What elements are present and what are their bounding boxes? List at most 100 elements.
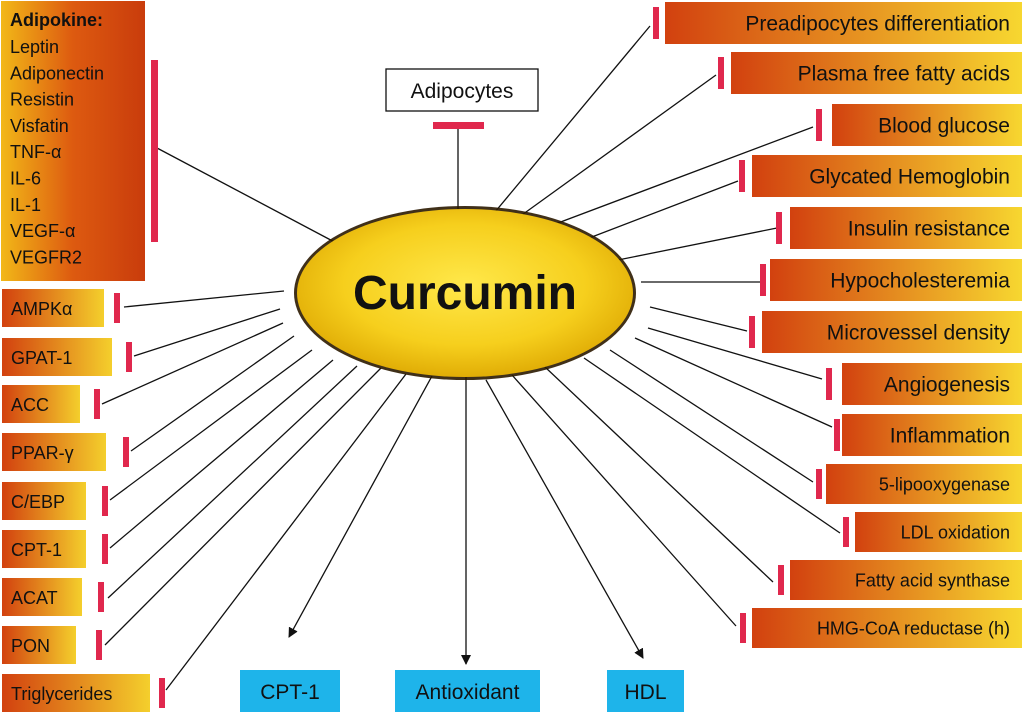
right-node-label: 5-lipooxygenase bbox=[879, 474, 1010, 494]
left-node-ampk: AMPKα bbox=[2, 289, 120, 327]
adipokine-items: LeptinAdiponectinResistinVisfatinTNF-αIL… bbox=[10, 37, 104, 267]
right-node-hypocholesteremia: Hypocholesteremia bbox=[760, 259, 1022, 301]
right-node-label: Microvessel density bbox=[827, 322, 1011, 345]
inhibit-bar bbox=[778, 565, 784, 595]
inhibit-bar bbox=[159, 678, 165, 708]
adipokine-title: Adipokine: bbox=[10, 10, 103, 30]
inhibit-bar bbox=[749, 316, 755, 348]
left-node-acat: ACAT bbox=[2, 578, 104, 616]
right-node-microvessel-density: Microvessel density bbox=[749, 311, 1022, 353]
connector-gpat1 bbox=[133, 308, 281, 357]
right-node-label: Fatty acid synthase bbox=[855, 570, 1010, 590]
adipokine-inhibit-bar bbox=[151, 60, 158, 242]
bottom-node-label: CPT-1 bbox=[260, 681, 320, 704]
right-node-plasma-free-fatty-acids: Plasma free fatty acids bbox=[718, 52, 1022, 94]
left-node-label: AMPKα bbox=[11, 299, 72, 319]
connector-preadipocytes bbox=[489, 25, 651, 219]
right-node-label: Plasma free fatty acids bbox=[798, 63, 1010, 86]
left-node-label: GPAT-1 bbox=[11, 348, 72, 368]
right-node-label: Inflammation bbox=[890, 425, 1010, 448]
adipokine-box: Adipokine: LeptinAdiponectinResistinVisf… bbox=[1, 1, 158, 281]
left-node-acc: ACC bbox=[2, 385, 100, 423]
inhibit-bar bbox=[114, 293, 120, 323]
inhibit-bar bbox=[123, 437, 129, 467]
right-node-inflammation: Inflammation bbox=[834, 414, 1022, 456]
bottom-node-antioxidant: Antioxidant bbox=[395, 670, 540, 712]
arrow-cpt1 bbox=[288, 375, 433, 638]
bottom-node-label: HDL bbox=[624, 681, 666, 704]
adipokine-item: IL-6 bbox=[10, 169, 41, 189]
inhibit-bar bbox=[816, 109, 822, 141]
connector-adipokine bbox=[156, 147, 343, 247]
right-node-angiogenesis: Angiogenesis bbox=[826, 363, 1022, 405]
connector-acat bbox=[107, 365, 358, 599]
inhibit-bar bbox=[760, 264, 766, 296]
left-node-label: Triglycerides bbox=[11, 684, 112, 704]
right-node-insulin-resistance: Insulin resistance bbox=[776, 207, 1022, 249]
left-node-label: CPT-1 bbox=[11, 540, 62, 560]
connector-hmgcoa bbox=[511, 374, 737, 627]
adipokine-item: Adiponectin bbox=[10, 63, 104, 83]
adipokine-item: Visfatin bbox=[10, 116, 69, 136]
right-node-label: Glycated Hemoglobin bbox=[809, 166, 1010, 189]
adipokine-item: IL-1 bbox=[10, 195, 41, 215]
inhibit-bar bbox=[96, 630, 102, 660]
connector-fas bbox=[544, 366, 774, 583]
right-node-label: Blood glucose bbox=[878, 115, 1010, 138]
connector-pon bbox=[104, 367, 382, 646]
connector-glycated bbox=[583, 180, 739, 241]
connector-ampk bbox=[123, 290, 285, 308]
bottom-node-hdl: HDL bbox=[607, 670, 684, 712]
curcumin-node: Curcumin bbox=[294, 206, 636, 380]
inhibit-bar bbox=[826, 368, 832, 400]
left-node-c-ebp: C/EBP bbox=[2, 482, 108, 520]
inhibit-bar bbox=[102, 486, 108, 516]
inhibit-bar bbox=[102, 534, 108, 564]
connector-lines bbox=[101, 25, 841, 691]
inhibit-bar bbox=[834, 419, 840, 451]
right-node-label: Hypocholesteremia bbox=[830, 270, 1010, 293]
left-node-gpat-1: GPAT-1 bbox=[2, 338, 132, 376]
right-node-label: LDL oxidation bbox=[901, 522, 1010, 542]
bottom-node-label: Antioxidant bbox=[416, 681, 520, 704]
inhibit-bar bbox=[98, 582, 104, 612]
connector-insulin bbox=[617, 227, 778, 261]
adipokine-item: TNF-α bbox=[10, 142, 61, 162]
adipokine-item: VEGFR2 bbox=[10, 247, 82, 267]
left-node-label: PPAR-γ bbox=[11, 443, 74, 463]
right-node-blood-glucose: Blood glucose bbox=[816, 104, 1022, 146]
left-node-cpt-1: CPT-1 bbox=[2, 530, 108, 568]
adipokine-item: Resistin bbox=[10, 90, 74, 110]
right-node-label: Angiogenesis bbox=[884, 374, 1010, 397]
left-node-label: ACC bbox=[11, 395, 49, 415]
adipocytes-label: Adipocytes bbox=[411, 80, 514, 103]
inhibit-bar bbox=[776, 212, 782, 244]
curcumin-label: Curcumin bbox=[353, 267, 577, 320]
connector-plasma-ffa bbox=[507, 74, 717, 226]
right-node-5-lipooxygenase: 5-lipooxygenase bbox=[816, 464, 1022, 504]
connector-microvessel bbox=[649, 306, 748, 332]
left-node-label: C/EBP bbox=[11, 492, 65, 512]
bottom-node-cpt-1: CPT-1 bbox=[240, 670, 340, 712]
connector-ppar bbox=[130, 335, 295, 452]
connector-cpt1-left bbox=[109, 359, 334, 549]
connector-cebp bbox=[109, 349, 313, 501]
adipocytes-node: Adipocytes bbox=[385, 68, 539, 129]
connector-acc bbox=[101, 322, 284, 405]
adipocytes-inhibit-bar bbox=[433, 122, 484, 129]
right-node-preadipocytes-differentiation: Preadipocytes differentiation bbox=[653, 2, 1022, 44]
connector-triglycerides bbox=[165, 373, 407, 691]
right-node-fatty-acid-synthase: Fatty acid synthase bbox=[778, 560, 1022, 600]
inhibit-bar bbox=[739, 160, 745, 192]
left-node-label: ACAT bbox=[11, 588, 58, 608]
arrow-hdl bbox=[485, 379, 644, 659]
inhibit-bar bbox=[126, 342, 132, 372]
left-node-pon: PON bbox=[2, 626, 102, 664]
connector-blood-glucose bbox=[541, 126, 814, 230]
right-node-glycated-hemoglobin: Glycated Hemoglobin bbox=[739, 155, 1022, 197]
inhibit-bar bbox=[740, 613, 746, 643]
left-node-label: PON bbox=[11, 636, 50, 656]
